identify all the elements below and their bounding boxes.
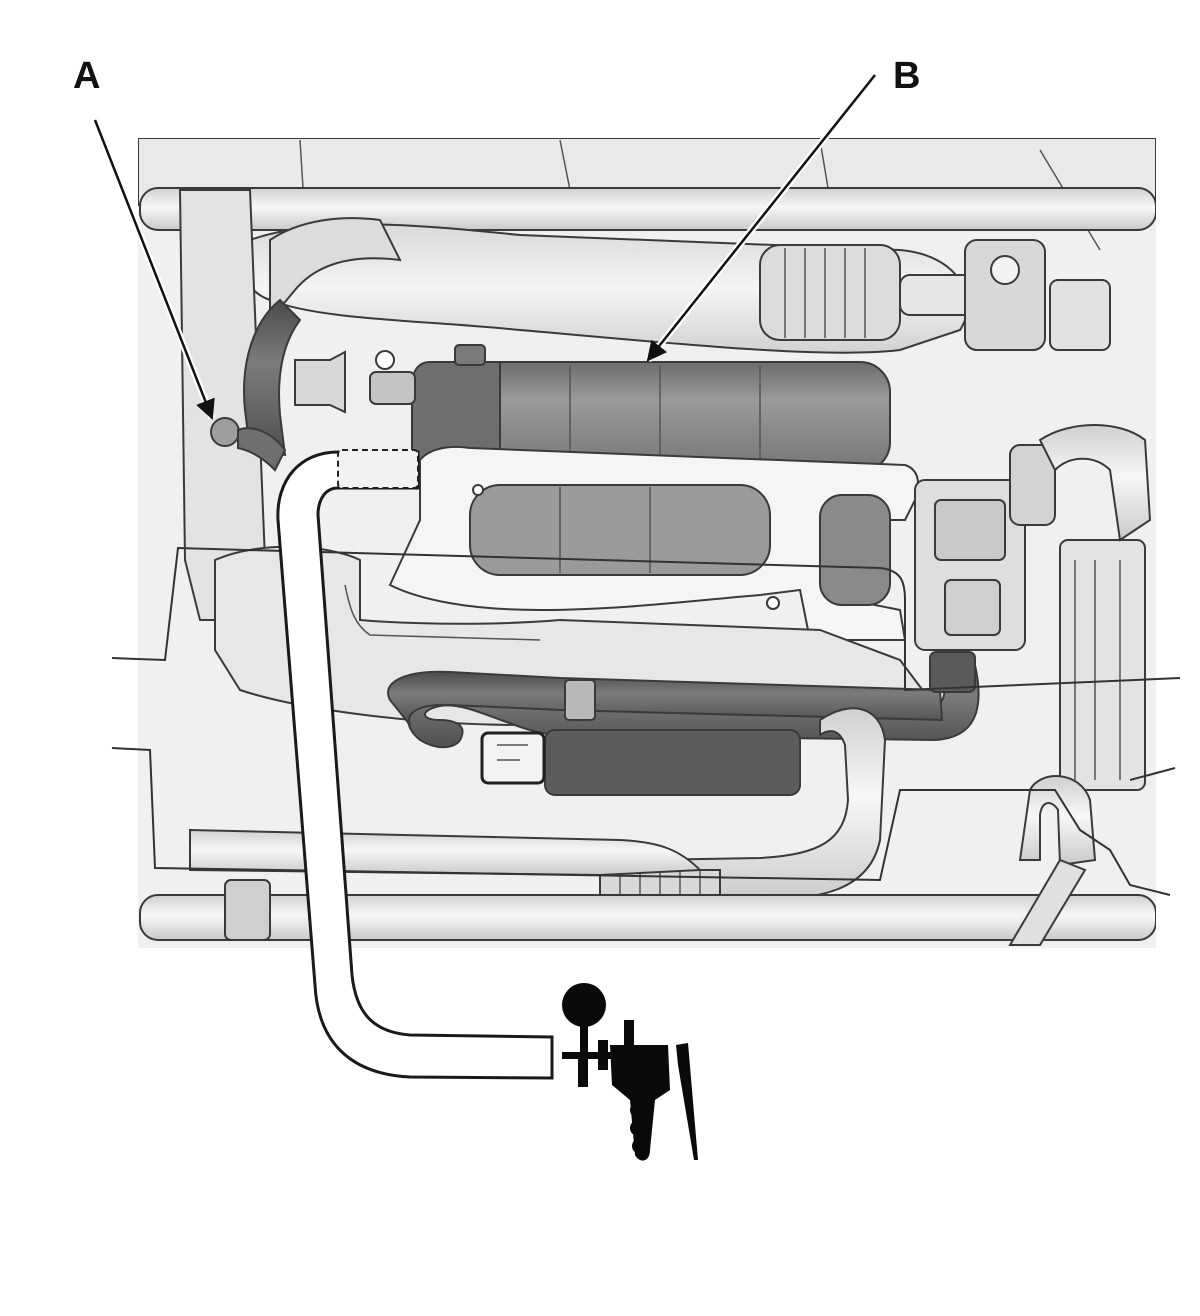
- brake-line-wires: [111, 546, 1181, 896]
- lower-label-plug: [480, 731, 546, 785]
- evap-canister: [369, 344, 891, 473]
- exhaust-pipe-upper: [139, 187, 1156, 231]
- gauge-dial: [562, 983, 606, 1027]
- vacuum-pump-gauge-icon: [562, 983, 698, 1161]
- leader-arrow-icon: [91, 72, 878, 420]
- port-fitting-left: [294, 350, 346, 414]
- lower-pipe-long: [139, 894, 1156, 941]
- callout-b: B: [893, 55, 920, 97]
- ribbed-section-upper: [759, 244, 901, 341]
- valve-assembly-right: [964, 239, 1111, 351]
- connector-block-right: [914, 444, 1146, 791]
- connector-a: [210, 417, 240, 447]
- bracket-window: [469, 484, 771, 576]
- pipe-right-curved: [1038, 424, 1152, 542]
- pump-handle: [676, 1043, 698, 1160]
- callout-a: A: [73, 55, 100, 97]
- canister-port: [369, 371, 416, 405]
- test-hose: [276, 450, 554, 1080]
- lower-dark-module: [544, 729, 801, 796]
- hose-clip: [337, 449, 419, 489]
